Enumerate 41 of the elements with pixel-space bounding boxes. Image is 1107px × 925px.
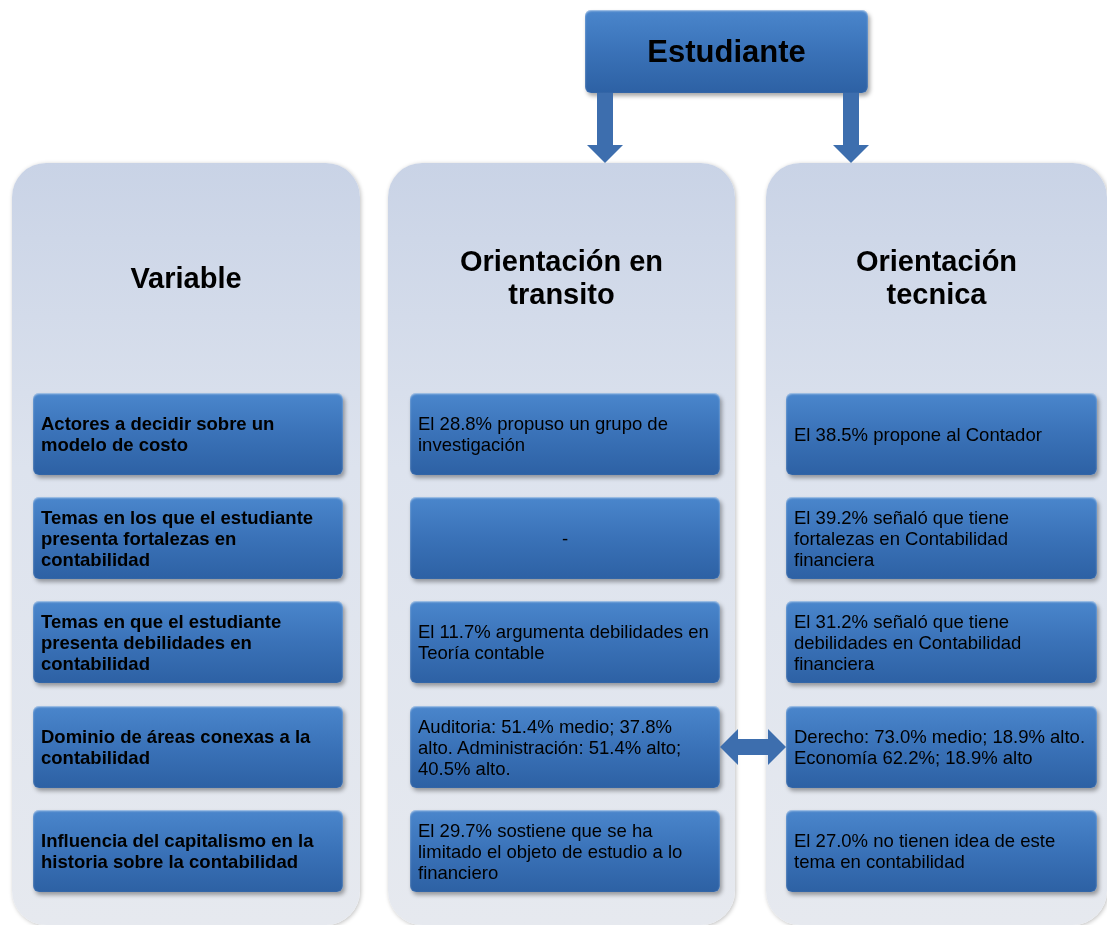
info-box: [410, 601, 720, 683]
result-text: El 29.7% sostiene que se ha limitado el objeto de estudio a lo financiero: [418, 819, 684, 883]
block-arrow: [833, 93, 869, 163]
info-box: [786, 601, 1097, 683]
variable-text: Temas en los que el estudiante presenta fortalezas en contabilidad: [41, 506, 315, 570]
info-box: [33, 810, 343, 892]
info-box: [410, 393, 720, 475]
info-box: [786, 497, 1097, 579]
variable-text: Actores a decidir sobre un modelo de costo: [41, 413, 276, 455]
column-panel: [766, 163, 1107, 925]
info-box: [33, 497, 343, 579]
result-text: El 27.0% no tienen idea de este tema en contabilidad: [794, 830, 1057, 872]
info-box: [410, 497, 720, 579]
variable-text: Temas en que el estudiante presenta debilidades en contabilidad: [41, 610, 283, 674]
result-text: El 11.7% argumenta debilidades en Teoría contable: [418, 621, 710, 663]
column-heading: Orientación en transito: [458, 244, 664, 312]
double-arrow: [720, 729, 786, 765]
info-box: [410, 810, 720, 892]
column-panel: [12, 163, 360, 925]
info-box: [786, 393, 1097, 475]
info-box: [410, 706, 720, 788]
result-text: Auditoria: 51.4% medio; 37.8% alto. Administración: 51.4% alto; 40.5% alto.: [418, 715, 683, 779]
result-text: Derecho: 73.0% medio; 18.9% alto. Economía 62.2%; 18.9% alto: [794, 726, 1087, 768]
info-box: [33, 706, 343, 788]
result-text: El 39.2% señaló que tiene fortalezas en Contabilidad financiera: [794, 506, 1010, 570]
header-text: Estudiante: [647, 41, 806, 62]
header-box: [585, 10, 868, 93]
variable-text: Dominio de áreas conexas a la contabilidad: [41, 726, 312, 768]
result-text: -: [561, 527, 569, 549]
info-box: [786, 810, 1097, 892]
result-text: El 31.2% señaló que tiene debilidades en Contabilidad financiera: [794, 610, 1023, 674]
info-box: [33, 393, 343, 475]
variable-text: Influencia del capitalismo en la historia sobre la contabilidad: [41, 830, 315, 872]
info-box: [33, 601, 343, 683]
result-text: El 28.8% propuso un grupo de investigación: [418, 413, 669, 455]
column-heading: Variable: [129, 260, 243, 296]
result-text: El 38.5% propone al Contador: [794, 423, 1042, 445]
info-box: [786, 706, 1097, 788]
column-panel: [388, 163, 735, 925]
block-arrow: [587, 93, 623, 163]
column-heading: Orientación tecnica: [854, 244, 1019, 312]
